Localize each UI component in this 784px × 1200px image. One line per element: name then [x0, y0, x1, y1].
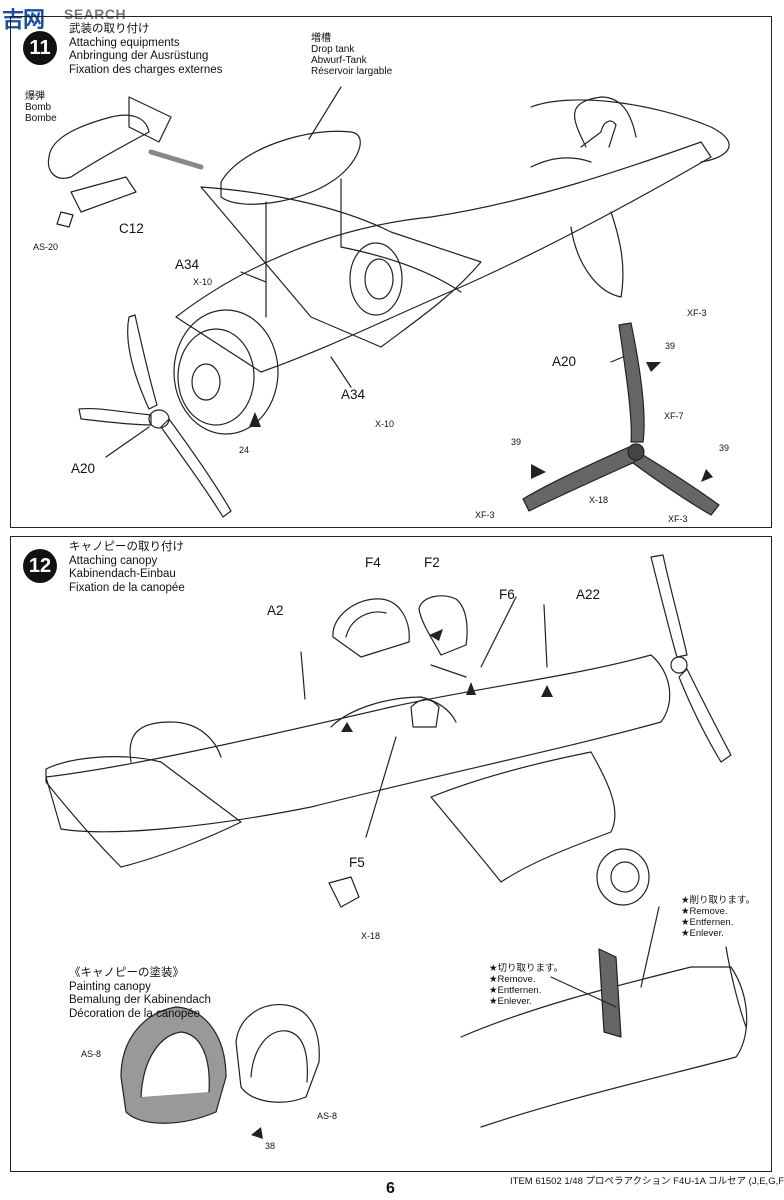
step-11-illustration	[47, 86, 730, 518]
cut-note-en: ★Remove.	[489, 974, 536, 985]
bomb-label: 爆弾 Bomb Bombe	[25, 91, 57, 124]
item-info: ITEM 61502 1/48 プロペラアクション F4U-1A コルセア (J…	[510, 1176, 784, 1187]
step-11-title-fr: Fixation des charges externes	[69, 63, 223, 76]
callout-24: 24	[239, 445, 250, 455]
part-a2-label: A2	[267, 603, 284, 618]
bomb-label-fr: Bombe	[25, 113, 57, 124]
step-12-illustration	[45, 554, 748, 1139]
step-11-panel: 11 武装の取り付け Attaching equipments Anbringu…	[10, 16, 772, 528]
drop-tank-label-en: Drop tank	[311, 44, 355, 55]
step-11-title-ja: 武装の取り付け	[69, 23, 150, 35]
painting-canopy-ja: 《キャノピーの塗装》	[69, 967, 184, 979]
paint-as8-left-label: AS-8	[81, 1049, 102, 1059]
paint-x10-top-label: X-10	[193, 277, 213, 287]
watermark-logo-glyph: 吉网	[2, 8, 45, 33]
cut-note: ★切り取ります。 ★Remove. ★Entfernen. ★Enlever.	[489, 963, 563, 1007]
paint-xf7-label: XF-7	[664, 411, 684, 421]
part-a20-left-label: A20	[71, 461, 96, 476]
bomb-label-en: Bomb	[25, 102, 52, 113]
paint-as20-label: AS-20	[33, 242, 59, 252]
drop-tank-label-ja: 増槽	[311, 33, 331, 44]
remove-note-ja: ★削り取ります。	[681, 895, 756, 906]
part-a34-bottom-label: A34	[341, 387, 366, 402]
paint-xf3-right-label: XF-3	[668, 514, 688, 524]
drop-tank-label-fr: Réservoir largable	[311, 66, 393, 77]
step-12-title-ja: キャノピーの取り付け	[69, 541, 184, 553]
part-f2-label: F2	[424, 555, 440, 570]
paint-as8-right-label: AS-8	[317, 1111, 338, 1121]
step-12-title: キャノピーの取り付け Attaching canopy Kabinendach-…	[69, 541, 185, 595]
step-12-title-de: Kabinendach-Einbau	[69, 568, 176, 580]
drop-tank-label: 増槽 Drop tank Abwurf-Tank Réservoir larga…	[311, 33, 392, 77]
page-number: 6	[386, 1180, 395, 1197]
part-a34-top-label: A34	[175, 257, 200, 272]
part-f6-label: F6	[499, 587, 515, 602]
part-a22-label: A22	[576, 587, 601, 602]
painting-canopy-de: Bemalung der Kabinendach	[69, 994, 211, 1006]
cut-note-ja: ★切り取ります。	[489, 963, 564, 974]
remove-note-de: ★Entfernen.	[681, 917, 734, 928]
remove-note-fr: ★Enlever.	[681, 928, 724, 939]
part-f5-label: F5	[349, 855, 365, 870]
cut-note-fr: ★Enlever.	[489, 996, 532, 1007]
watermark-text: SEARCH	[64, 6, 127, 22]
callout-38: 38	[265, 1141, 276, 1151]
cut-note-de: ★Entfernen.	[489, 985, 542, 996]
step-12-panel: 12 キャノピーの取り付け Attaching canopy Kabinenda…	[10, 536, 772, 1172]
callout-39-right: 39	[719, 443, 730, 453]
paint-x18-label: X-18	[589, 495, 609, 505]
callout-39-top: 39	[665, 341, 676, 351]
drop-tank-label-de: Abwurf-Tank	[311, 55, 367, 66]
remove-note-en: ★Remove.	[681, 906, 728, 917]
watermark-logo: 吉网 SEARCH	[2, 2, 162, 33]
step-12-badge: 12	[23, 549, 57, 583]
part-c12-label: C12	[119, 221, 144, 236]
paint-xf3-top-label: XF-3	[687, 308, 707, 318]
step-11-title-de: Anbringung der Ausrüstung	[69, 50, 209, 62]
callout-39-left: 39	[511, 437, 522, 447]
step-12-title-fr: Fixation de la canopée	[69, 581, 185, 594]
part-f4-label: F4	[365, 555, 381, 570]
part-a20-right-label: A20	[552, 354, 577, 369]
step-11-title-en: Attaching equipments	[69, 36, 180, 49]
paint-x18-step12-label: X-18	[361, 931, 381, 941]
painting-canopy-fr: Décoration de la canopée	[69, 1007, 201, 1020]
paint-x10-bottom-label: X-10	[375, 419, 395, 429]
step-12-title-en: Attaching canopy	[69, 554, 158, 567]
step-11-badge: 11	[23, 31, 57, 65]
bomb-label-ja: 爆弾	[25, 91, 45, 102]
step-11-title: 武装の取り付け Attaching equipments Anbringung …	[69, 23, 222, 77]
painting-canopy-title: 《キャノピーの塗装》 Painting canopy Bemalung der …	[69, 967, 211, 1021]
remove-note: ★削り取ります。 ★Remove. ★Entfernen. ★Enlever.	[681, 895, 755, 939]
paint-xf3-left-label: XF-3	[475, 510, 495, 520]
painting-canopy-en: Painting canopy	[69, 980, 151, 993]
